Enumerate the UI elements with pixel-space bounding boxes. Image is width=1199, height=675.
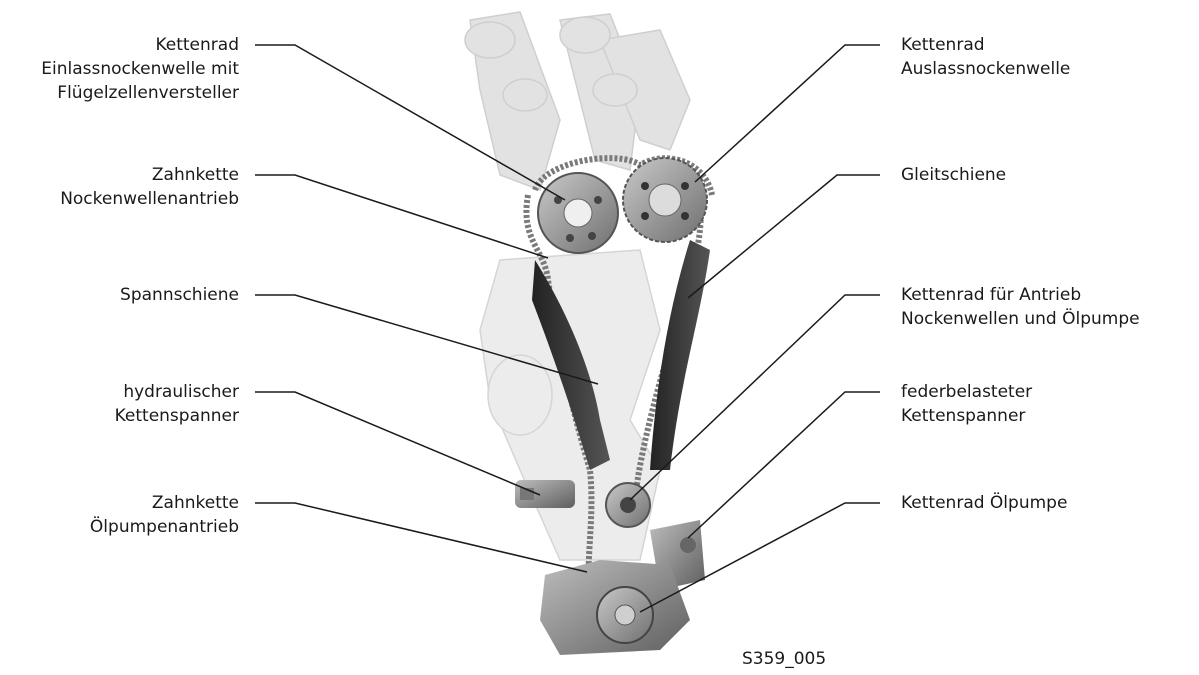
leader-gleitschiene [688,175,880,298]
label-zahnkette-nockenwellenantrieb: Zahnkette Nockenwellenantrieb [60,163,239,211]
leader-zahnkette-oelpumpenantrieb [255,503,587,572]
label-kettenrad-antrieb: Kettenrad für Antrieb Nockenwellen und Ö… [901,283,1140,331]
label-kettenrad-oelpumpe: Kettenrad Ölpumpe [901,491,1067,515]
exhaust-cam-sprocket [623,158,707,242]
leader-kettenrad-auslass [695,45,880,182]
oil-pump [540,560,690,655]
label-federbelasteter-kettenspanner: federbelasteter Kettenspanner [901,380,1032,428]
label-hydraulischer-kettenspanner: hydraulischer Kettenspanner [115,380,239,428]
leader-federbelasteter-kettenspanner [688,392,880,538]
crankshaft-sprocket [606,483,650,527]
label-gleitschiene: Gleitschiene [901,163,1006,187]
intake-cam-sprocket [538,173,618,253]
hydraulic-tensioner [515,480,575,508]
label-spannschiene: Spannschiene [120,283,239,307]
figure-id: S359_005 [742,648,826,670]
leader-zahnkette-nockenwellenantrieb [255,175,548,258]
label-zahnkette-oelpumpenantrieb: Zahnkette Ölpumpenantrieb [90,491,239,539]
label-kettenrad-einlass: Kettenrad Einlassnockenwelle mit Flügelz… [41,33,239,105]
label-kettenrad-auslass: Kettenrad Auslassnockenwelle [901,33,1070,81]
guide-rail [650,240,710,470]
